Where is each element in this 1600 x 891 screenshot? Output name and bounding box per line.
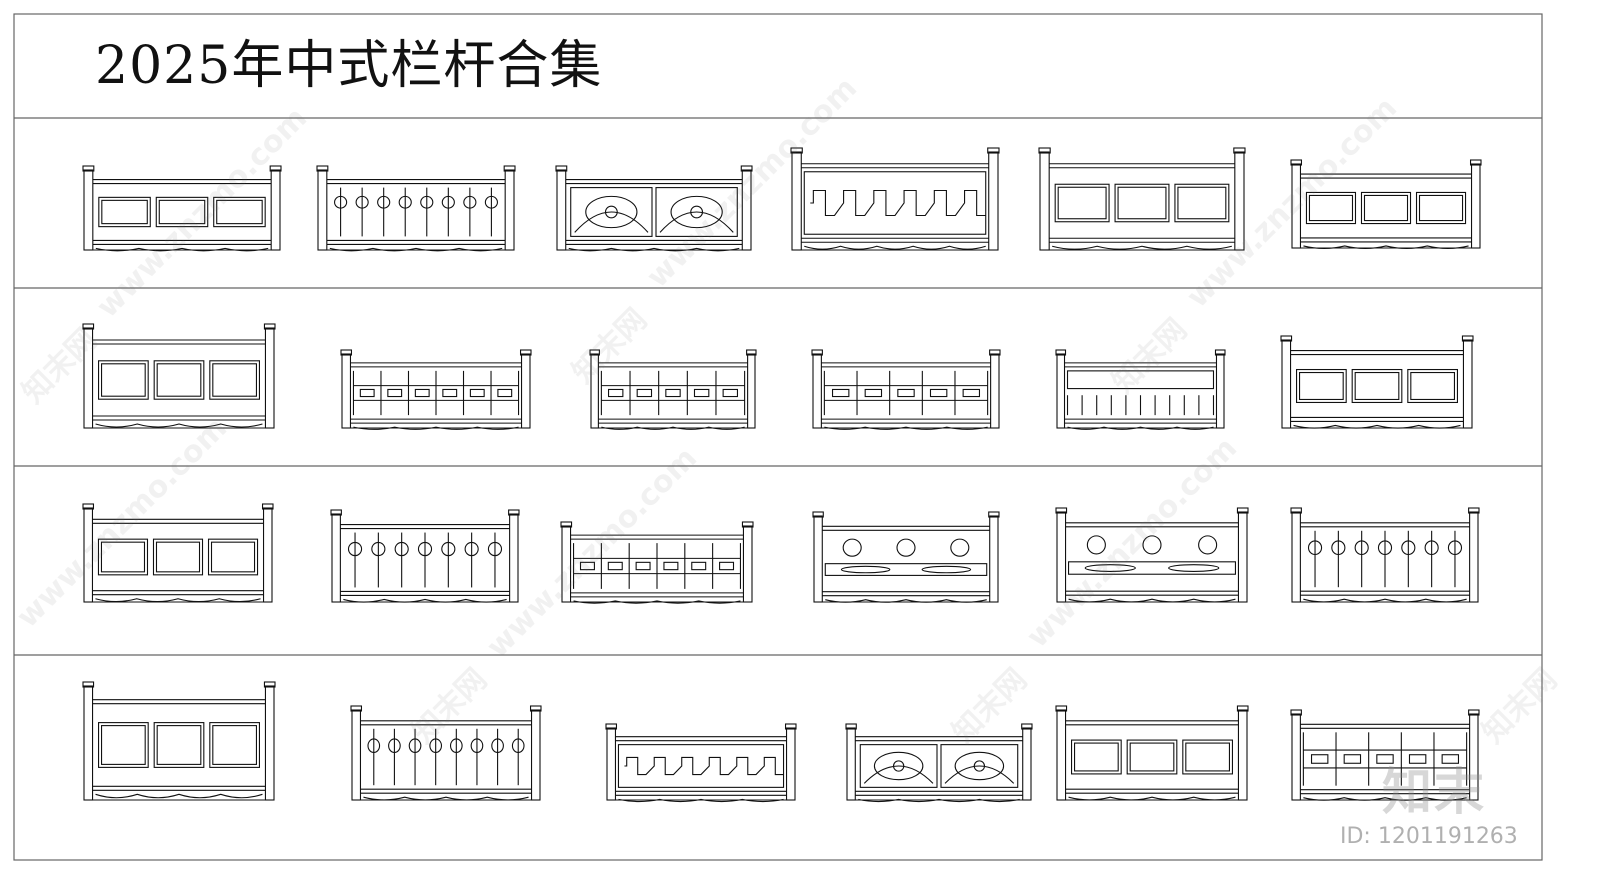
railing-elevation-r4-2 <box>350 705 542 801</box>
railing-elevation-r1-6 <box>1290 159 1482 249</box>
railing-elevation-r3-3 <box>560 521 754 604</box>
railing-elevation-r2-6 <box>1280 335 1474 429</box>
railing-elevation-r3-5 <box>1055 507 1249 603</box>
railing-elevation-r1-5 <box>1038 147 1246 251</box>
railing-elevation-r1-3 <box>555 165 753 252</box>
railing-elevation-r4-5 <box>1055 705 1249 801</box>
railing-elevation-r2-4 <box>811 349 1001 430</box>
railing-elevation-r1-2 <box>316 165 516 252</box>
image-id: ID: 1201191263 <box>1340 824 1518 849</box>
railing-elevation-r2-3 <box>589 349 757 430</box>
railings-layer <box>82 147 1482 803</box>
outer-border <box>13 13 1543 861</box>
railing-elevation-r3-1 <box>82 503 274 603</box>
railing-elevation-r2-2 <box>340 349 532 430</box>
railing-elevation-r1-1 <box>82 165 282 252</box>
railing-elevation-r4-1 <box>82 681 276 801</box>
railing-elevation-r1-4 <box>790 147 1000 251</box>
railing-elevation-r3-2 <box>330 509 520 603</box>
railing-elevation-r4-6 <box>1290 709 1480 801</box>
railing-elevation-r3-4 <box>812 511 1000 603</box>
railing-elevation-r2-5 <box>1055 349 1226 430</box>
railing-elevation-r3-6 <box>1290 507 1480 603</box>
railing-elevation-r4-4 <box>845 723 1033 803</box>
brand-logo: 知末 <box>1382 763 1486 821</box>
railing-elevation-r2-1 <box>82 323 276 429</box>
sheet-title: 2025年中式栏杆合集 <box>95 36 603 96</box>
railing-elevation-r4-3 <box>605 723 797 803</box>
